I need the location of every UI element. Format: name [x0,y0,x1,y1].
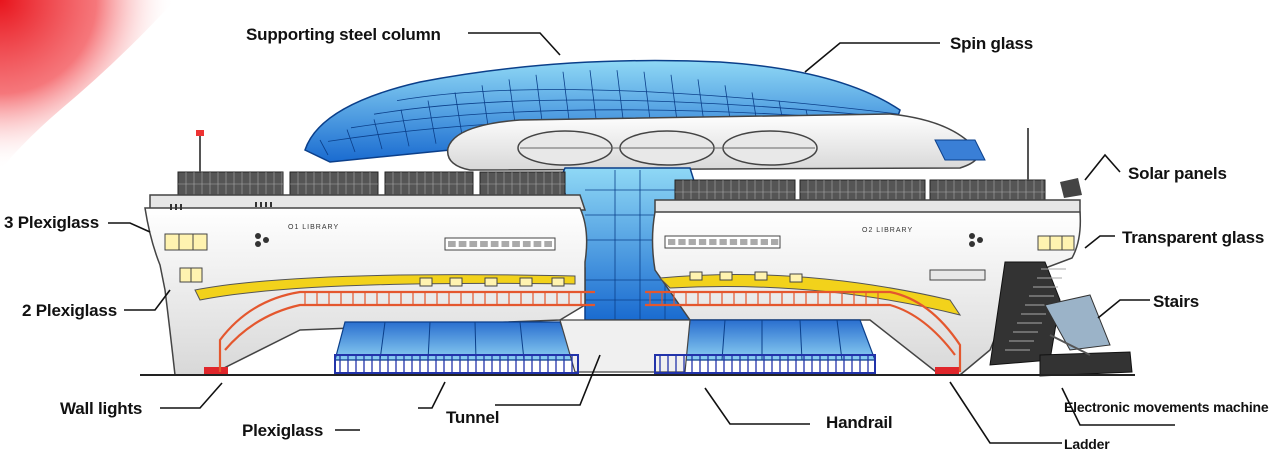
label-supporting-steel-column: Supporting steel column [246,25,441,44]
label-plexiglass: Plexiglass [242,421,323,440]
label-3-plexiglass: 3 Plexiglass [4,213,99,232]
label-2-plexiglass: 2 Plexiglass [22,301,117,320]
corner-spray [0,0,175,170]
solar-panels-left [177,171,566,197]
central-pod [446,113,986,171]
label-tunnel: Tunnel [446,408,499,427]
callout-labels: Supporting steel column Spin glass Solar… [4,25,1269,452]
handrail-orange [218,290,962,372]
label-stairs: Stairs [1153,292,1199,311]
label-spin-glass: Spin glass [950,34,1033,53]
label-transparent-glass: Transparent glass [1122,228,1264,247]
handrail-blue [334,354,876,374]
label-electronic-movements-machine: Electronic movements machine [1064,399,1269,415]
left-module: O1 LIBRARY [144,130,588,376]
leader-lines [108,32,1175,444]
label-wall-lights: Wall lights [60,399,142,418]
label-ladder: Ladder [1064,436,1110,452]
library-sign-left: O1 LIBRARY [288,224,339,231]
label-solar-panels: Solar panels [1128,164,1227,183]
label-handrail: Handrail [826,413,892,432]
tunnel-left-glass [334,321,576,361]
library-sign-right: O2 LIBRARY [862,227,913,234]
